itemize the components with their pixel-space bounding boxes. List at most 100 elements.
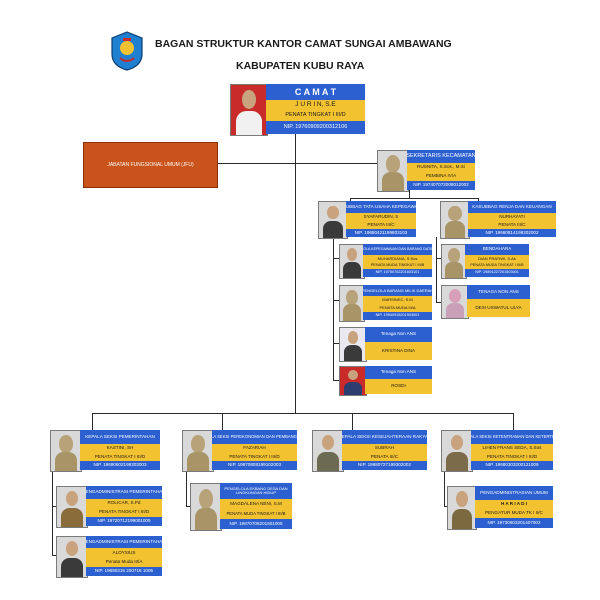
tenaga-non-ans-kristina-title: Tenaga Non ANS xyxy=(365,327,432,342)
connector-pem-staff xyxy=(52,470,53,556)
jfu-label: JABATAN FUNGSIONAL UMUM (JFU) xyxy=(107,162,194,168)
pengelola-kepegawaian-title: PENGELOLA KEPEGAWAIAN DAN BARANG DATA SE… xyxy=(363,244,432,255)
tenaga-non-ans-rosdi-title: Tenaga Non ANS xyxy=(365,366,432,379)
connector-ket-staff1 xyxy=(444,506,447,507)
pengelola-barang-photo xyxy=(339,285,365,322)
pengelola-kepegawaian-photo xyxy=(339,244,365,279)
pengelola-kepegawaian-rank: PENATA MUDA TINGKAT I III/B xyxy=(363,262,432,269)
connector-tu-staff xyxy=(333,237,334,381)
connector-tu-staff1 xyxy=(333,258,339,259)
pengadmin-pemerintahan-1-photo xyxy=(56,486,88,528)
pengelola-kepegawaian-name: MUHARDIANA, S.Sos xyxy=(363,255,432,262)
kasi-pemerintahan-title: KEPALA SEKSI PEMERINTAHAN xyxy=(80,430,160,444)
pengelola-barang-rank: PENATA MUDA III/A xyxy=(363,304,432,312)
bendahara-name: DIAN PRATIWI, S.Ak xyxy=(465,255,529,262)
pengadmin-pemerintahan-2-title: PENGADMINISTRASI PEMERINTAHAN xyxy=(86,536,162,548)
connector-subbag-horizontal xyxy=(350,198,478,199)
pengelola-barang-name: MARSINEC, S.M xyxy=(363,296,432,304)
pengadmin-umum-rank: PENGATUR MUDA TK I II/C xyxy=(475,509,553,518)
bendahara-card: BENDAHARA DIAN PRATIWI, S.Ak PENATA MUDA… xyxy=(441,244,529,279)
kasi-kesejahteraan-card: KEPALA SEKSI KESEJAHTERAAN RAKYAT SUBRAH… xyxy=(312,430,427,472)
tenaga-non-ans-desi-card: TENAGA NON ANS DESI USWATUL ULYA xyxy=(441,285,530,319)
sekretaris-nip: NIP. 197407072008012002 xyxy=(407,181,475,190)
kasi-kesejahteraan-title: KEPALA SEKSI KESEJAHTERAAN RAKYAT xyxy=(342,430,427,444)
connector-sekretaris xyxy=(295,163,377,164)
kasi-kesejahteraan-nip: NIP. 19680727199302002 xyxy=(342,461,427,470)
camat-name: J U R I N, S.E xyxy=(266,100,365,110)
pengelola-barang-card: PENGELOLA BARANG MILIK DAERAH MARSINEC, … xyxy=(339,285,432,322)
tenaga-non-ans-desi-title: TENAGA NON ANS xyxy=(467,285,530,299)
pengelola-kepegawaian-card: PENGELOLA KEPEGAWAIAN DAN BARANG DATA SE… xyxy=(339,244,432,279)
kasubbag-keu-photo xyxy=(440,201,470,239)
sekretaris-card: SEKRETARIS KECAMATAN RUSNITA, S.Sos., M.… xyxy=(377,150,475,192)
camat-title: C A M A T xyxy=(266,84,365,100)
pengadmin-pemerintahan-2-card: PENGADMINISTRASI PEMERINTAHAN ALOYSIUS P… xyxy=(56,536,162,578)
pengadmin-umum-title: PENGADMINISTRASIAN UMUM xyxy=(475,486,553,500)
kasi-ketentraman-rank: PENATA TINGKAT I III/D xyxy=(471,453,553,461)
connector-subbag-right xyxy=(478,198,479,201)
pengadmin-pemerintahan-2-nip: NIP. 19680315 200718 1005 xyxy=(86,567,162,576)
connector-tu-staff2 xyxy=(333,300,339,301)
kasubbag-tu-rank: PENATA III/C xyxy=(346,221,416,229)
connector-main-vertical xyxy=(295,133,296,413)
kasubbag-tu-card: KASUBBAG TATA USAHA KEPEGAWAIAN SYAFARUD… xyxy=(318,201,416,239)
camat-rank: PENATA TINGKAT I III/D xyxy=(266,110,365,121)
connector-seksi-1 xyxy=(92,413,93,430)
sekretaris-photo xyxy=(377,150,409,192)
connector-subbag-left xyxy=(350,198,351,201)
kasubbag-keu-card: KASUBBAG RENJA DAN KEUANGAN NURHAYATI PE… xyxy=(440,201,556,239)
bendahara-photo xyxy=(441,244,467,279)
kasi-ketentraman-nip: NIP. 19680303200121009 xyxy=(471,461,553,470)
pengadmin-pemerintahan-1-name: ROLICAR, S.Pd xyxy=(86,499,162,508)
pengadmin-pemerintahan-2-photo xyxy=(56,536,88,578)
kasubbag-tu-title: KASUBBAG TATA USAHA KEPEGAWAIAN xyxy=(346,201,416,213)
connector-jfu xyxy=(216,163,296,164)
kasubbag-tu-nip: NIP. 19680421199803103 xyxy=(346,229,416,237)
pengadmin-pemerintahan-1-title: PENGADMINISTRASI PEMERINTAHAN xyxy=(86,486,162,499)
kasi-pemerintahan-name: KASTINI, SH xyxy=(80,444,160,453)
sekretaris-title: SEKRETARIS KECAMATAN xyxy=(407,150,475,163)
tenaga-non-ans-desi-name: DESI USWATUL ULYA xyxy=(467,299,530,317)
camat-card: C A M A T J U R I N, S.E PENATA TINGKAT … xyxy=(230,84,365,136)
kasi-pemerintahan-photo xyxy=(50,430,82,472)
kubu-raya-crest-icon xyxy=(111,31,143,71)
page-title: BAGAN STRUKTUR KANTOR CAMAT SUNGAI AMBAW… xyxy=(155,38,452,50)
camat-photo xyxy=(230,84,268,136)
kasi-ketentraman-photo xyxy=(441,430,473,472)
kasi-ketentraman-title: KEPALA SEKSI KETENTRAMAN DAN KETERTIBAN xyxy=(471,430,553,444)
pengadmin-umum-card: PENGADMINISTRASIAN UMUM H A R I A D I PE… xyxy=(447,486,553,530)
kasubbag-tu-photo xyxy=(318,201,348,239)
connector-sek-down xyxy=(409,190,410,198)
kasubbag-tu-name: SYAFARUDIN, S xyxy=(346,213,416,221)
connector-keu-staff2 xyxy=(436,302,441,303)
pengelola-ekbang-title: PENGELOLA EKBANG DESA DAN LINGKUNGAN HID… xyxy=(220,483,292,499)
pengadmin-umum-name: H A R I A D I xyxy=(475,500,553,509)
tenaga-non-ans-rosdi-photo xyxy=(339,366,367,396)
kasi-pemerintahan-nip: NIP. 19690602199303003 xyxy=(80,461,160,470)
connector-pem-staff1 xyxy=(52,506,56,507)
connector-seksi-3 xyxy=(352,413,353,430)
page-subtitle: KABUPATEN KUBU RAYA xyxy=(236,60,365,72)
pengadmin-pemerintahan-2-rank: Penata Muda III/A xyxy=(86,558,162,567)
tenaga-non-ans-kristina-name: KRISTINA DINA xyxy=(365,342,432,360)
kasi-kesejahteraan-rank: PENATA III/C xyxy=(342,453,427,461)
header-logo xyxy=(110,30,144,72)
connector-tu-staff3 xyxy=(333,343,339,344)
sekretaris-rank: PEMBINA IV/A xyxy=(407,172,475,181)
kasi-perekonomian-nip: NIP. 19870808199102003 xyxy=(212,461,297,470)
pengelola-ekbang-nip: NIP. 19870708201601005 xyxy=(220,519,292,529)
kasi-ketentraman-name: LIHEN FRANS SEDA, S.Sos xyxy=(471,444,553,453)
kasi-perekonomian-card: KEPALA SEKSI PEREKONOMIAN DAN PEMBANGUNA… xyxy=(182,430,297,472)
connector-keu-staff1 xyxy=(436,258,441,259)
sekretaris-name: RUSNITA, S.Sos., M.Si xyxy=(407,163,475,172)
connector-ket-staff xyxy=(444,470,445,506)
connector-eko-staff1 xyxy=(186,506,190,507)
kasi-perekonomian-title: KEPALA SEKSI PEREKONOMIAN DAN PEMBANGUNA… xyxy=(212,430,297,444)
camat-nip: NIP. 19760909200312106 xyxy=(266,121,365,134)
kasi-pemerintahan-rank: PENATA TINGKAT I III/D xyxy=(80,453,160,461)
connector-eko-staff xyxy=(186,470,187,506)
connector-seksi-4 xyxy=(513,413,514,430)
bendahara-rank: PENATA MUDA TINGKAT I III/B xyxy=(465,262,529,269)
kasi-ketentraman-card: KEPALA SEKSI KETENTRAMAN DAN KETERTIBAN … xyxy=(441,430,553,472)
kasi-perekonomian-rank: PENATA TINGKAT I III/D xyxy=(212,453,297,461)
